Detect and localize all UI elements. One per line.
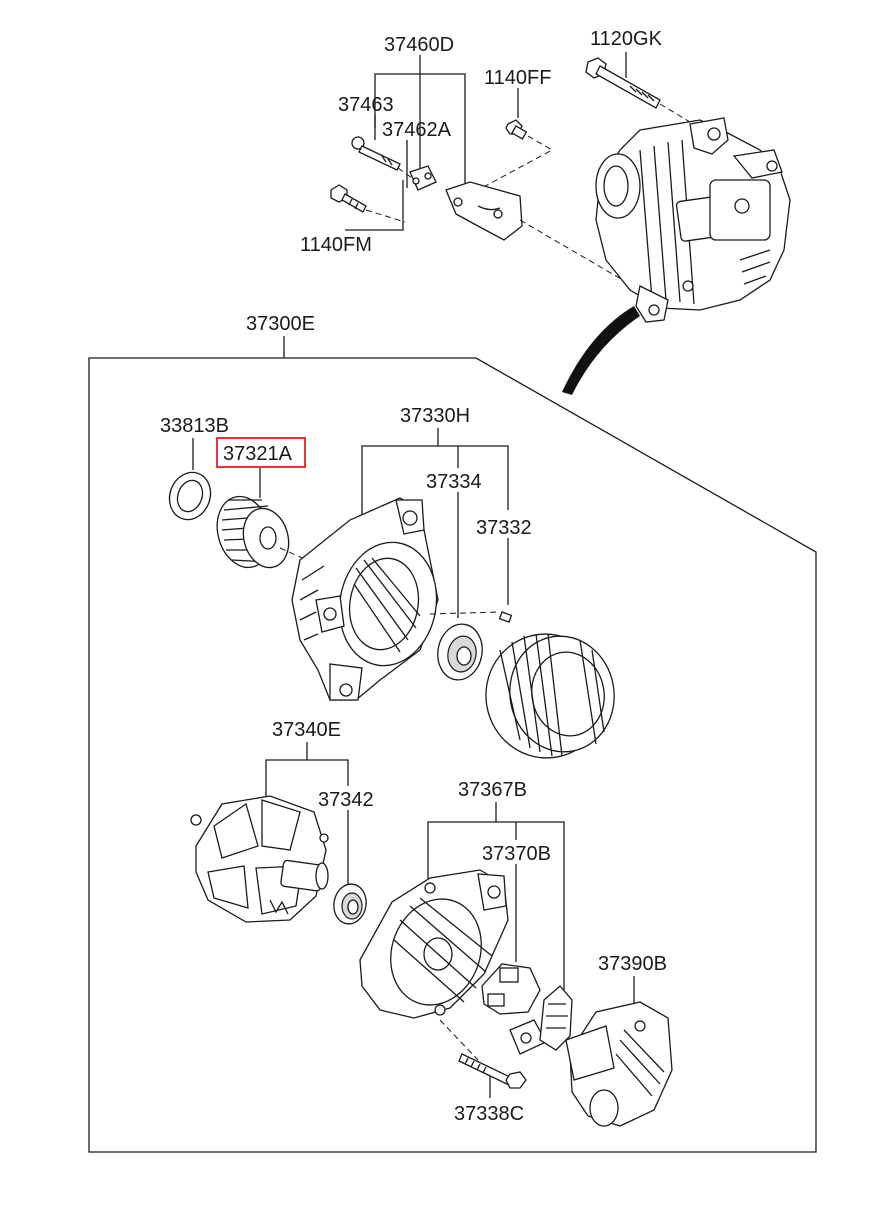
alternator-assembly-icon xyxy=(595,117,791,323)
dash-rear-housing xyxy=(439,1019,479,1061)
rectifier-icon xyxy=(539,985,573,1051)
leader-37330H xyxy=(361,428,509,520)
label-37332: 37332 xyxy=(476,517,532,539)
label-37338C: 37338C xyxy=(454,1103,524,1125)
label-1140FM: 1140FM xyxy=(300,234,372,256)
bolt-1140FM-icon xyxy=(330,184,367,213)
rotor-37340E-icon xyxy=(190,795,329,923)
stator-icon xyxy=(485,633,615,759)
plate-37462A-icon xyxy=(409,165,437,191)
regulator-37370B-icon xyxy=(481,963,547,1055)
label-1120GK: 1120GK xyxy=(590,28,663,50)
leader-37340E xyxy=(265,742,349,820)
screw-37332-icon xyxy=(498,611,513,623)
rear-housing-37367B-icon xyxy=(359,869,509,1019)
leader-1140FM xyxy=(345,180,404,231)
label-37463: 37463 xyxy=(338,94,394,116)
rear-cover-37390B-icon xyxy=(565,1001,673,1127)
pulley-37321A-icon xyxy=(216,495,290,569)
bolt-1120GK-icon xyxy=(585,57,661,109)
bolt-37338C-icon xyxy=(458,1053,527,1089)
label-37321A[interactable]: 37321A xyxy=(223,443,293,465)
label-37340E: 37340E xyxy=(272,719,341,741)
bearing-37342-icon xyxy=(333,883,367,925)
label-37462A: 37462A xyxy=(382,119,452,141)
label-37460D: 37460D xyxy=(384,34,454,56)
label-1140FF: 1140FF xyxy=(484,67,551,89)
label-37300E: 37300E xyxy=(246,313,315,335)
label-37367B: 37367B xyxy=(458,779,527,801)
front-housing-37330H-icon xyxy=(291,497,439,701)
highlight-box-37321A xyxy=(216,437,306,468)
leader-37460D xyxy=(374,55,466,190)
kit-boundary-37300E xyxy=(88,357,817,1153)
view-arrow-icon xyxy=(562,306,640,395)
label-37390B: 37390B xyxy=(598,953,667,975)
bracket-37460D-icon xyxy=(445,181,523,241)
dash-1140FF xyxy=(477,135,554,191)
label-37334: 37334 xyxy=(426,471,482,493)
dash-bearing xyxy=(429,611,501,615)
bolt-37463-icon xyxy=(351,136,401,171)
label-37370B: 37370B xyxy=(482,843,551,865)
dash-1120GK xyxy=(659,103,691,123)
bearing-37334-icon xyxy=(437,623,483,681)
label-37330H: 37330H xyxy=(400,405,470,427)
label-37342: 37342 xyxy=(318,789,374,811)
dash-37463 xyxy=(397,167,413,179)
label-33813B: 33813B xyxy=(160,415,229,437)
washer-33813B-icon xyxy=(168,471,212,521)
bolt-1140FF-icon xyxy=(505,119,528,140)
dash-1140FM xyxy=(365,209,406,223)
leader-37367B xyxy=(427,802,565,990)
dash-pulley xyxy=(279,547,321,567)
